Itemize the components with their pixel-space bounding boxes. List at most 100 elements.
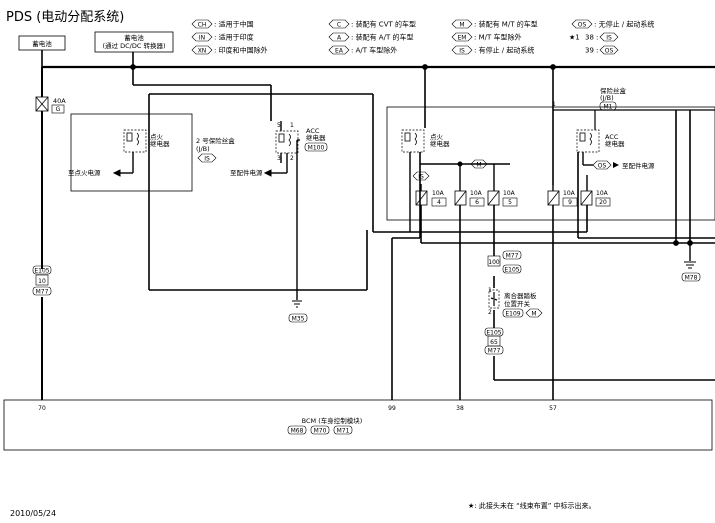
- legend-item: A : 装配有 A/T 的车型: [328, 33, 413, 42]
- svg-text:3: 3: [277, 155, 281, 162]
- ground-m78-label: M78: [685, 275, 698, 282]
- legend-item: IS: 有停止 / 起动系统: [451, 46, 534, 55]
- fuse-box-2-label: 2 号保险丝盒: [196, 136, 235, 145]
- svg-text:OS: OS: [578, 22, 587, 29]
- to-ignition-power: 至点火电源: [68, 168, 101, 177]
- fuse-box-2: [70, 113, 193, 192]
- svg-text:E109: E109: [505, 311, 520, 318]
- pin-box: [487, 255, 501, 267]
- relay-acc-right: [576, 129, 600, 153]
- svg-text:38: 38: [585, 34, 594, 42]
- legend-item: M: 装配有 M/T 的车型: [451, 20, 538, 29]
- svg-text:10: 10: [38, 278, 46, 285]
- fuse-20-amp: 10A: [596, 190, 609, 197]
- legend-extra: 39 : OS: [585, 45, 619, 55]
- svg-text:: 装配有 M/T 的车型: : 装配有 M/T 的车型: [474, 20, 538, 29]
- fuse-9: [547, 190, 560, 206]
- legend-item: IN: 适用于印度: [191, 33, 254, 42]
- bcm-box: [3, 399, 713, 451]
- svg-text:: 印度和中国除外: : 印度和中国除外: [214, 46, 268, 55]
- fuse-20: [580, 190, 593, 206]
- battery-dcdc-label: 蓄电池: [124, 33, 144, 42]
- to-acc-power-right: 至配件电源: [622, 161, 655, 170]
- battery-label: 蓄电池: [32, 39, 52, 48]
- ground-m35-label: M35: [292, 316, 305, 323]
- svg-text:6: 6: [475, 199, 479, 206]
- fuse-5-amp: 10A: [503, 190, 516, 197]
- svg-text:1: 1: [488, 287, 492, 294]
- svg-text::: :: [596, 47, 598, 55]
- fuse-4-amp: 10A: [432, 190, 445, 197]
- fuse-40a-label: 40A: [53, 97, 66, 105]
- legend-extra: ★1 38 : IS: [569, 32, 619, 42]
- bcm-pin: 38: [456, 405, 464, 412]
- svg-text:: 装配有 CVT 的车型: : 装配有 CVT 的车型: [351, 20, 416, 29]
- svg-text:继电器: 继电器: [306, 133, 326, 142]
- svg-text:: 适用于中国: : 适用于中国: [214, 20, 254, 29]
- svg-text:C: C: [337, 22, 341, 29]
- svg-text:EA: EA: [335, 48, 344, 55]
- relay-ign-left-label: 点火: [150, 133, 164, 141]
- pin-box: [35, 274, 49, 286]
- svg-text:M: M: [476, 162, 481, 169]
- svg-text:5: 5: [508, 199, 512, 206]
- svg-text:CH: CH: [198, 22, 207, 29]
- bcm-label: BCM (车身控制模块): [302, 416, 363, 425]
- svg-text:: 装配有 A/T 的车型: : 装配有 A/T 的车型: [351, 33, 413, 42]
- relay-ignition-right: [401, 129, 425, 153]
- bcm-pin: 99: [388, 405, 396, 412]
- page-title: PDS (电动分配系统): [6, 10, 125, 25]
- svg-text:: 有停止 / 起动系统: : 有停止 / 起动系统: [474, 46, 534, 55]
- svg-text:M68: M68: [291, 428, 304, 435]
- relay-ign-right-label: 点火: [430, 133, 444, 141]
- svg-text:A: A: [337, 35, 342, 42]
- svg-text:继电器: 继电器: [430, 139, 450, 148]
- svg-text:5: 5: [277, 122, 281, 129]
- svg-text:(J/B): (J/B): [196, 145, 210, 153]
- svg-text:4: 4: [437, 199, 441, 206]
- legend-item: XN : 印度和中国除外: [191, 46, 268, 55]
- svg-text:IS: IS: [418, 174, 424, 181]
- svg-text:2: 2: [290, 155, 294, 162]
- svg-text:★1: ★1: [569, 34, 580, 42]
- legend-item: EA : A/T 车型除外: [328, 46, 397, 55]
- svg-text:M100: M100: [308, 145, 325, 152]
- svg-text:100: 100: [488, 259, 500, 266]
- svg-text:IN: IN: [199, 35, 205, 42]
- svg-text:65: 65: [490, 339, 498, 346]
- svg-text:XN: XN: [198, 48, 207, 55]
- svg-text:位置开关: 位置开关: [504, 299, 531, 308]
- svg-text:E105: E105: [34, 268, 49, 275]
- battery-dcdc-box: [94, 31, 174, 53]
- svg-text:9: 9: [568, 199, 572, 206]
- bcm-pin: 70: [38, 405, 46, 412]
- svg-text:(J/B): (J/B): [600, 94, 614, 102]
- svg-text:1: 1: [290, 122, 294, 129]
- fuse-9-amp: 10A: [563, 190, 576, 197]
- svg-text:IS: IS: [204, 156, 210, 163]
- fuse-6: [454, 190, 467, 206]
- svg-text:: 无停止 / 起动系统: : 无停止 / 起动系统: [594, 20, 654, 29]
- svg-text:M77: M77: [36, 289, 49, 296]
- fuse-box-main-label: 保险丝盒: [600, 86, 627, 95]
- svg-text:1: 1: [552, 101, 556, 108]
- svg-text:M71: M71: [337, 428, 350, 435]
- fuse-6-amp: 10A: [470, 190, 483, 197]
- footer-note: ★: 此接头未在 “线束布置” 中标示出来。: [468, 502, 596, 510]
- ground-m35: [292, 300, 302, 308]
- svg-text:E105: E105: [504, 267, 519, 274]
- ground-m78: [684, 261, 696, 269]
- svg-text:G: G: [56, 106, 61, 113]
- svg-text:: A/T 车型除外: : A/T 车型除外: [351, 46, 397, 55]
- fuse-4: [415, 190, 428, 206]
- svg-text:20: 20: [599, 199, 607, 206]
- svg-text::: :: [596, 34, 598, 42]
- svg-text:M1: M1: [604, 104, 613, 111]
- acc-relay-right-label: ACC: [605, 133, 619, 141]
- svg-text:M70: M70: [314, 428, 327, 435]
- svg-text:继电器: 继电器: [150, 139, 170, 148]
- svg-text:M: M: [531, 311, 536, 318]
- legend-item: OS : 无停止 / 起动系统: [571, 20, 654, 29]
- legend-item: EM: M/T 车型除外: [451, 33, 521, 42]
